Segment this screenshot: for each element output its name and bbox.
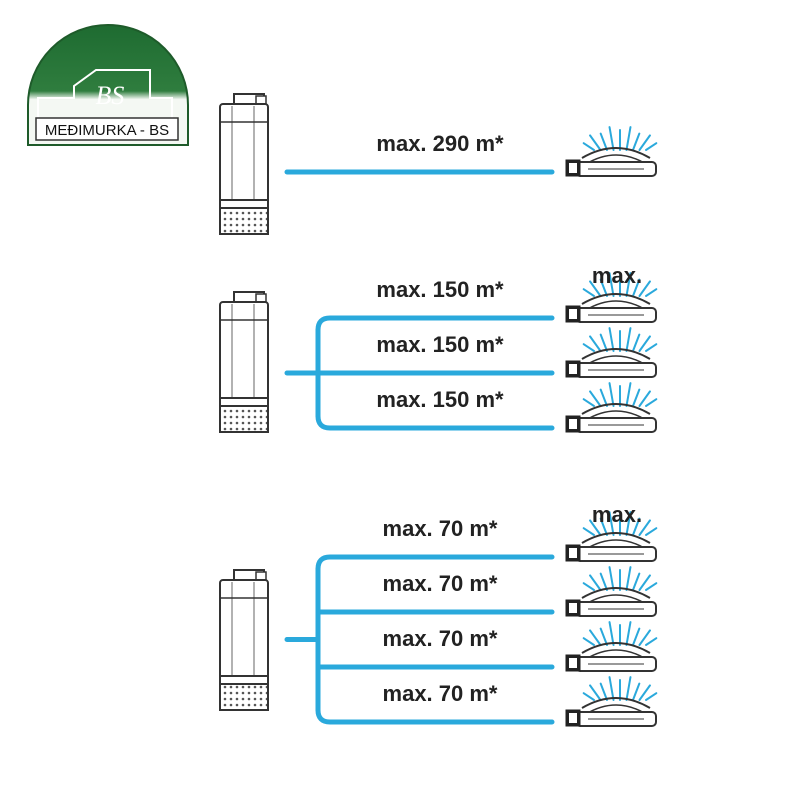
hose-length-label: max. 70 m* [383,626,498,651]
sprinkler-max-label: max. [592,263,642,288]
sprinkler-icon [565,566,658,617]
hose-length-label: max. 70 m* [383,571,498,596]
sprinkler-icon [565,327,658,378]
hose-length-label: max. 70 m* [383,516,498,541]
hose-branch-line [315,315,555,333]
sprinkler-icon [565,676,658,727]
house-outline-icon [37,69,173,118]
pump-groups: max. 290 m*max. 150 m*max. 150 m*max. 15… [219,93,658,727]
sprinkler-icon [565,382,658,433]
hose-length-label: max. 70 m* [383,681,498,706]
hose-branch-line [315,413,555,431]
sprinkler-icon [565,126,658,177]
hose-branch-line [315,554,555,572]
hose-branch-line [315,707,555,725]
sprinkler-icon [565,621,658,672]
hose-length-label: max. 290 m* [376,131,504,156]
logo-initials: BS [96,81,125,110]
logo-brand-name: MEĐIMURKA - BS [45,122,169,139]
hose-length-label: max. 150 m* [376,387,504,412]
company-logo: BS MEĐIMURKA - BS [27,24,189,146]
submersible-pump-icon [219,93,269,235]
sprinkler-max-label: max. [592,502,642,527]
hose-length-label: max. 150 m* [376,277,504,302]
pump-group: max. 70 m* max. 70 m* max. 70 m* max. 70 m*… [219,502,658,727]
pump-group: max. 290 m* [219,93,658,235]
sprinkler-icon [565,511,658,562]
submersible-pump-icon [219,291,269,433]
pump-group: max. 150 m* max. 150 m* max. 150 m* max. [219,263,658,433]
hose-length-label: max. 150 m* [376,332,504,357]
sprinkler-icon [565,272,658,323]
submersible-pump-icon [219,569,269,711]
